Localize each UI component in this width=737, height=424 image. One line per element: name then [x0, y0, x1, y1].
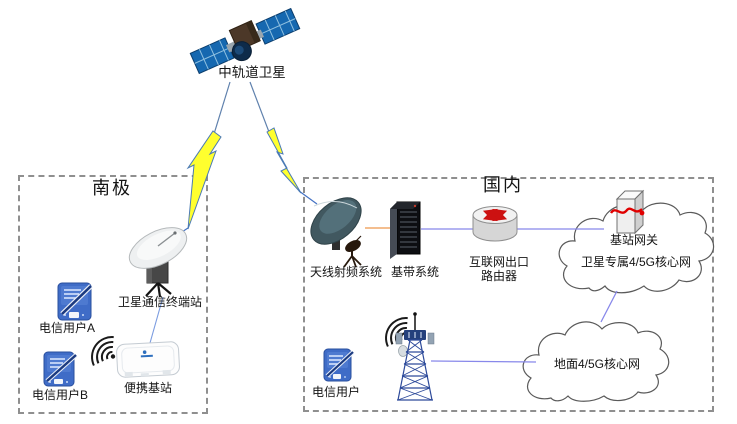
antenna-rf-label: 天线射频系统 — [309, 265, 383, 279]
region-title-domestic: 国内 — [483, 175, 523, 195]
region-title-south: 南极 — [92, 178, 132, 198]
south-pole-box — [18, 175, 208, 414]
ground-core-label: 地面4/5G核心网 — [553, 357, 641, 371]
user-b-label: 电信用户B — [31, 388, 89, 402]
satellite-downlink-right-line — [249, 81, 270, 133]
satellite-core-label: 卫星专属4/5G核心网 — [580, 255, 692, 269]
telecom-user-label: 电信用户 — [311, 385, 361, 399]
internet-router-label: 互联网出口 路由器 — [468, 255, 530, 283]
baseband-label: 基带系统 — [390, 265, 440, 279]
satellite-downlink-left-line — [213, 81, 231, 135]
user-a-label: 电信用户A — [38, 321, 96, 335]
gateway-label: 基站网关 — [609, 233, 659, 247]
internet-router-label-line1: 互联网出口 — [468, 255, 530, 269]
domestic-box — [303, 177, 714, 412]
terminal-station-label: 卫星通信终端站 — [117, 295, 203, 309]
internet-router-label-line2: 路由器 — [480, 268, 518, 283]
portable-base-station-label: 便携基站 — [123, 381, 173, 395]
lightning-link-right-icon — [266, 127, 302, 194]
satellite-label: 中轨道卫星 — [218, 65, 286, 80]
